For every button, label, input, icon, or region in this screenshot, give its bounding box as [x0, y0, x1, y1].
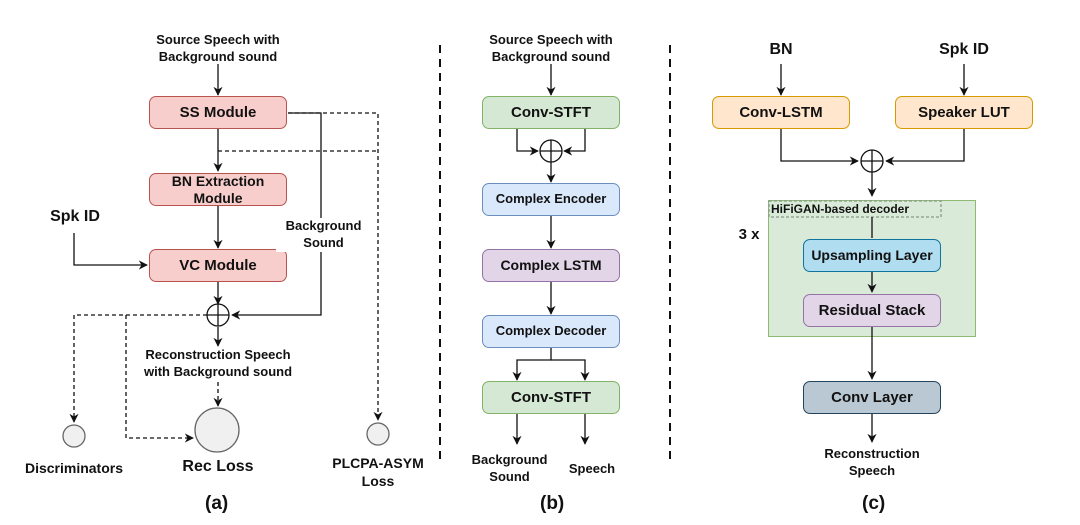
dashed-ss-to-plcpa: [288, 112, 383, 421]
conv-layer: Conv Layer: [803, 381, 941, 414]
complex-encoder: Complex Encoder: [482, 183, 620, 216]
arrow-convlstm-to-sum: [780, 129, 859, 166]
decoder-title-frame: [768, 200, 942, 218]
a-output-label: Reconstruction Speech with Background so…: [128, 347, 308, 381]
plcpa-loss-label: PLCPA-ASYM Loss: [332, 455, 424, 490]
a-spk-id-label: Spk ID: [50, 208, 100, 225]
residual-stack: Residual Stack: [803, 294, 941, 327]
arrow-decoder-left: [512, 348, 552, 381]
conv-stft-top: Conv-STFT: [482, 96, 620, 129]
dashed-sum-to-discriminators: [69, 314, 207, 423]
caption-c: (c): [862, 493, 886, 514]
vc-module: VC Module: [149, 249, 287, 282]
c-bn-label: BN: [769, 41, 793, 58]
bn-extraction-module: BN Extraction Module: [149, 173, 287, 206]
conv-lstm: Conv-LSTM: [712, 96, 850, 129]
arrow-decoder-right: [551, 359, 590, 381]
caption-a: (a): [205, 493, 229, 514]
conv-stft-bottom: Conv-STFT: [482, 381, 620, 414]
complex-lstm: Complex LSTM: [482, 249, 620, 282]
discriminators-label: Discriminators: [24, 460, 124, 476]
plcpa-node: [366, 422, 390, 446]
c-output-label: Reconstruction Speech: [824, 446, 920, 478]
complex-decoder: Complex Decoder: [482, 315, 620, 348]
background-sound-label: Background Sound: [276, 218, 371, 252]
rec-loss-node: [194, 407, 240, 453]
b-input-label: Source Speech with Background sound: [489, 32, 613, 64]
c-spk-id-label: Spk ID: [939, 41, 989, 58]
ss-module: SS Module: [149, 96, 287, 129]
speaker-lut: Speaker LUT: [895, 96, 1033, 129]
repeat-label: 3 x: [738, 226, 760, 243]
arrow-stft-right: [563, 129, 586, 156]
arrow-stft-left: [516, 129, 539, 156]
discriminators-node: [62, 424, 86, 448]
decoder-title: HiFiGAN-based decoder: [771, 202, 910, 216]
arrow-lut-to-sum: [885, 129, 965, 166]
b-speech-label: Speech: [568, 461, 616, 476]
upsampling-layer: Upsampling Layer: [803, 239, 941, 272]
rec-loss-label: Rec Loss: [182, 458, 254, 475]
dashed-sum-to-recloss: [125, 315, 194, 443]
arrow-spkid-to-vc: [73, 233, 148, 270]
caption-b: (b): [540, 493, 565, 514]
a-input-label: Source Speech with Background sound: [156, 32, 280, 64]
b-background-sound-label: Background Sound: [471, 452, 548, 484]
